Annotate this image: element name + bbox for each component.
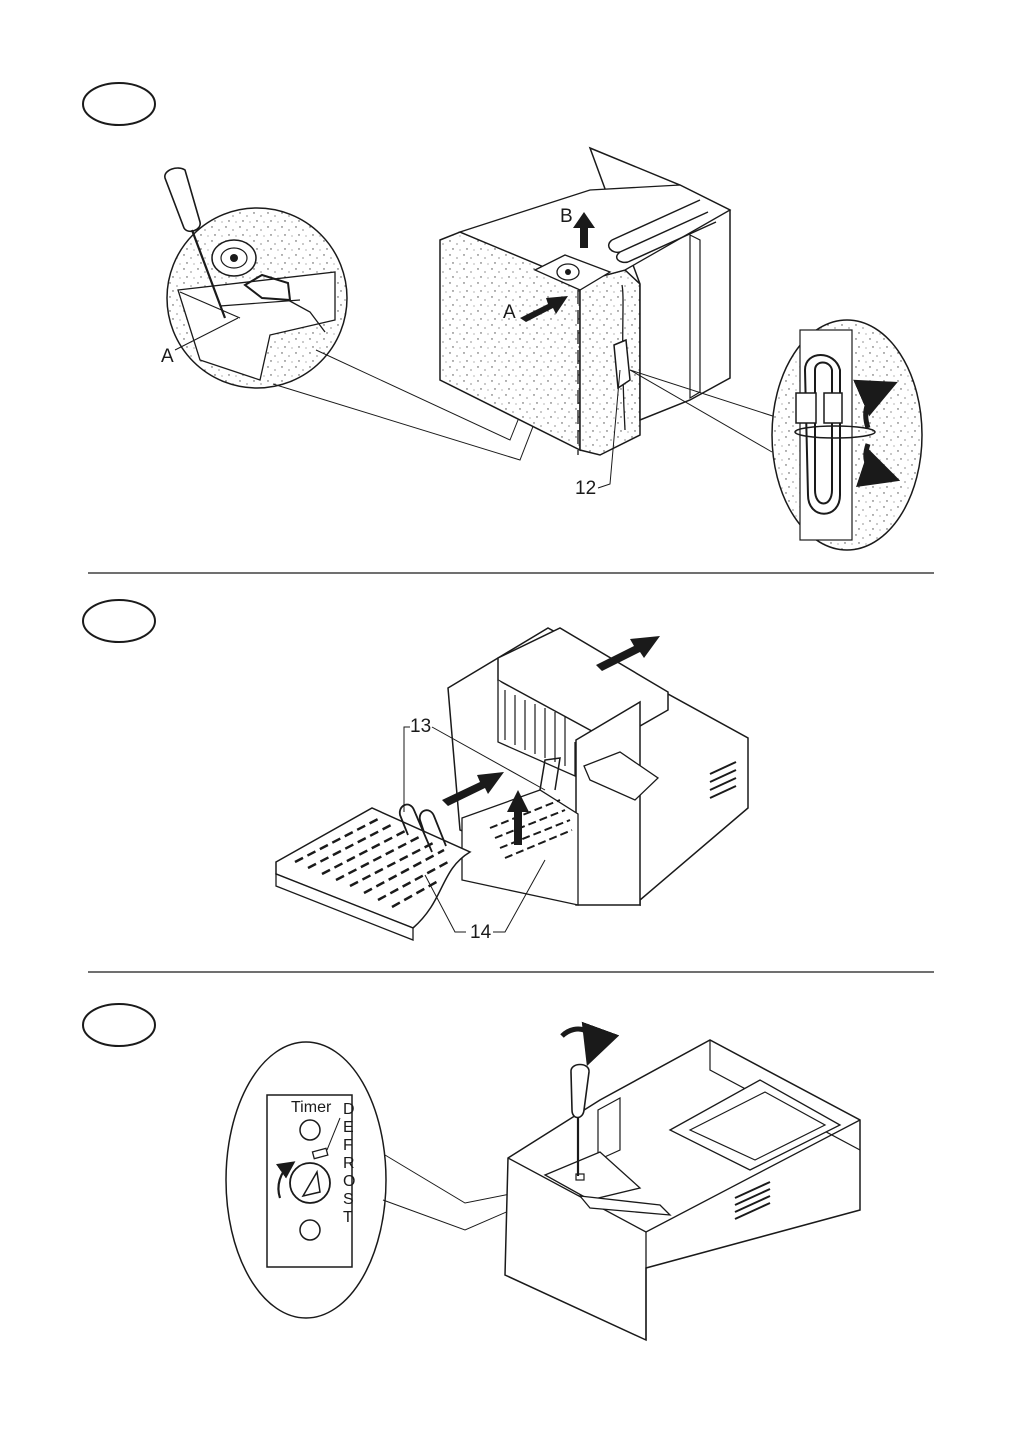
defrost-letter: F (343, 1137, 353, 1154)
label-part-13: 13 (410, 716, 431, 737)
arrow-icon (596, 636, 660, 671)
figure-1: A B A 12 (83, 83, 922, 550)
label-b: B (560, 206, 573, 227)
detail-circle-left: A (161, 168, 347, 388)
cabinet-timer-view (505, 1040, 860, 1340)
label-part-14: 14 (470, 922, 492, 943)
ice-tray (276, 805, 470, 940)
defrost-letters: D E F R O S T (343, 1101, 355, 1226)
rotate-arrow-icon (562, 1029, 594, 1052)
defrost-letter: R (343, 1155, 355, 1172)
timer-label: Timer (291, 1099, 332, 1116)
defrost-letter: O (343, 1173, 355, 1190)
defrost-letter: E (343, 1119, 354, 1136)
step-number-bubble (83, 83, 155, 125)
ice-maker-cabinet (448, 628, 748, 905)
defrost-letter: T (343, 1209, 353, 1226)
figure-2: 13 14 (83, 600, 748, 943)
cabinet-top-view (440, 148, 730, 455)
label-a-detail: A (161, 346, 174, 367)
defrost-letter: S (343, 1191, 354, 1208)
step-number-bubble (83, 1004, 155, 1046)
label-part-12: 12 (575, 478, 596, 499)
label-a-main: A (503, 302, 516, 323)
timer-detail: Timer D E F R O S T (226, 1042, 386, 1318)
defrost-letter: D (343, 1101, 355, 1118)
figure-3: Timer D E F R O S T (83, 1004, 860, 1340)
step-number-bubble (83, 600, 155, 642)
detail-ellipse-right (772, 320, 922, 550)
